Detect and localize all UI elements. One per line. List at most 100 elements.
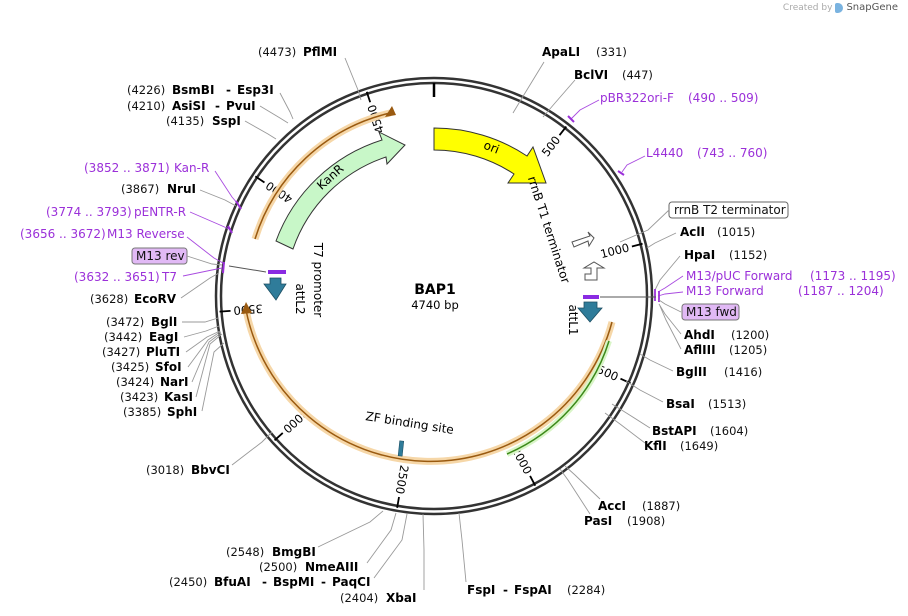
feature-arc-green-line <box>506 340 610 455</box>
site-lead-line <box>559 468 591 515</box>
site-lead-line <box>259 105 289 124</box>
site-bgli[interactable]: (3472) BglI <box>106 315 219 329</box>
site-hpai[interactable]: HpaI (1152) <box>654 248 767 291</box>
site-pasi[interactable]: PasI (1908) <box>559 468 665 528</box>
site-name-alt: Esp3I <box>237 83 274 97</box>
site-name: EcoRV <box>134 292 177 306</box>
primer-range: (3774 .. 3793) <box>46 205 132 219</box>
site-nari[interactable]: (3424) NarI <box>116 332 222 389</box>
site-position: (3867) <box>121 182 159 196</box>
primer-l4440[interactable]: L4440 (743 .. 760) <box>617 146 767 176</box>
site-position: (1604) <box>710 424 748 438</box>
site-eagi[interactable]: (3442) EagI <box>104 325 220 344</box>
site-ahdi[interactable]: AhdI (1200) <box>658 303 769 342</box>
site-bsmbi-esp3i[interactable]: (4226) BsmBI - Esp3I <box>127 83 294 120</box>
site-name: KflI <box>644 439 667 453</box>
site-bmgbi[interactable]: (2548) BmgBI <box>226 510 384 559</box>
attl1-bar <box>583 295 599 299</box>
snapgene-credit: Created by SnapGene <box>783 2 898 13</box>
site-name: XbaI <box>386 591 416 605</box>
site-lead-line <box>639 353 674 372</box>
primer-name: Kan-R <box>174 161 209 175</box>
site-separator: - <box>226 83 231 97</box>
primer-t7[interactable]: (3632 .. 3651) T7 <box>74 261 225 284</box>
site-bclvi[interactable]: BclVI (447) <box>542 68 653 118</box>
plasmid-name: BAP1 <box>414 282 456 298</box>
site-lead-line <box>183 325 220 338</box>
site-nmeaiii[interactable]: (2500) NmeAIII <box>259 512 397 574</box>
site-kfli[interactable]: KflI (1649) <box>604 412 718 453</box>
primer-lead-line <box>214 170 239 205</box>
primer-m13-reverse[interactable]: (3656 .. 3672) M13 Reverse <box>20 227 224 264</box>
site-lead-line <box>228 265 267 273</box>
primer-lead-line <box>182 267 223 277</box>
site-fspi-fspai[interactable]: FspI - FspAI (2284) <box>458 512 605 597</box>
zf-binding-site-label: ZF binding site <box>365 409 455 437</box>
site-sphi[interactable]: (3385) SphI <box>123 342 225 419</box>
site-lead-line <box>186 255 223 266</box>
site-lead-line <box>187 331 221 368</box>
site-ecorv[interactable]: (3628) EcoRV <box>90 272 220 306</box>
ori-feature <box>433 127 547 184</box>
scale-tick <box>365 91 372 103</box>
site-position: (331) <box>596 45 627 59</box>
site-name: AclI <box>680 225 705 239</box>
site-name: BsmBI <box>172 83 214 97</box>
site-name: SspI <box>212 114 241 128</box>
primer-mark <box>227 225 233 234</box>
site-lead-line <box>231 431 273 466</box>
scale-tick <box>558 125 568 136</box>
primer-range: (3632 .. 3651) <box>74 270 160 284</box>
site-afliii[interactable]: AflIII (1205) <box>659 305 767 357</box>
site-asisi-pvui[interactable]: (4210) AsiSI - PvuI <box>127 99 289 124</box>
site-name-alt: FspAI <box>514 583 552 597</box>
site-acci[interactable]: AccI (1887) <box>564 465 680 513</box>
primer-pentr-r[interactable]: (3774 .. 3793) pENTR-R <box>46 205 233 234</box>
site-pflmi[interactable]: (4473) PflMI <box>258 45 362 101</box>
site-bbvci[interactable]: (3018) BbvCI <box>146 431 273 477</box>
primer-lead-line <box>657 275 684 293</box>
site-name: PluTI <box>146 345 180 359</box>
site-bfuai-bspmi-paqci[interactable]: (2450) BfuAI - BspMI - PaqCI <box>169 513 408 589</box>
site-acli[interactable]: AclI (1015) <box>646 225 755 249</box>
boxed-label-text: rrnB T2 terminator <box>674 203 786 217</box>
site-bglii[interactable]: BglII (1416) <box>639 353 762 379</box>
site-name: BfuAI <box>214 575 251 589</box>
site-sfoi[interactable]: (3425) SfoI <box>111 331 221 374</box>
site-nrui[interactable]: (3867) NruI <box>121 182 237 207</box>
credit-brand: SnapGene <box>846 2 898 13</box>
site-lead-line <box>317 510 384 548</box>
scale-tick-label: 1000 <box>599 240 631 261</box>
site-xbai[interactable]: (2404) XbaI <box>340 513 425 605</box>
site-position: (2450) <box>169 575 207 589</box>
scale-tick <box>219 309 231 313</box>
site-sspi[interactable]: (4135) SspI <box>166 114 277 140</box>
primer-kan-r[interactable]: (3852 .. 3871) Kan-R <box>84 161 242 210</box>
site-pluti[interactable]: (3427) PluTI <box>102 330 221 359</box>
primer-m13-puc-forward[interactable]: M13/pUC Forward (1173 .. 1195) <box>657 269 896 293</box>
site-lead-line <box>344 57 362 101</box>
site-bstapi[interactable]: BstAPI (1604) <box>611 403 748 438</box>
m13-rev-feature[interactable]: M13 rev <box>131 247 267 273</box>
attl1-feature <box>577 301 603 323</box>
site-lead-line <box>373 513 408 579</box>
m13-fwd-feature[interactable]: M13 fwd <box>600 296 740 321</box>
site-kasi[interactable]: (3423) KasI <box>120 333 223 404</box>
rrnb-t2-terminator[interactable]: rrnB T2 terminator <box>619 201 789 243</box>
site-apali[interactable]: ApaLI (331) <box>512 45 627 114</box>
primer-m13-forward[interactable]: M13 Forward (1187 .. 1204) <box>654 284 884 302</box>
site-position: (2404) <box>340 591 378 605</box>
site-position: (1015) <box>717 225 755 239</box>
primer-pbr322ori-f[interactable]: pBR322ori-F (490 .. 509) <box>567 91 758 123</box>
primer-mark <box>222 261 225 274</box>
site-name: HpaI <box>684 248 715 262</box>
site-name: AhdI <box>684 328 715 342</box>
site-lead-line <box>654 255 681 291</box>
primer-range: (743 .. 760) <box>697 146 767 160</box>
feature-arc-lower-head <box>241 302 252 314</box>
site-bsai[interactable]: BsaI (1513) <box>625 380 746 411</box>
site-position: (1200) <box>731 328 769 342</box>
credit-prefix: Created by <box>782 2 833 13</box>
feature-arc-lower <box>242 309 616 465</box>
